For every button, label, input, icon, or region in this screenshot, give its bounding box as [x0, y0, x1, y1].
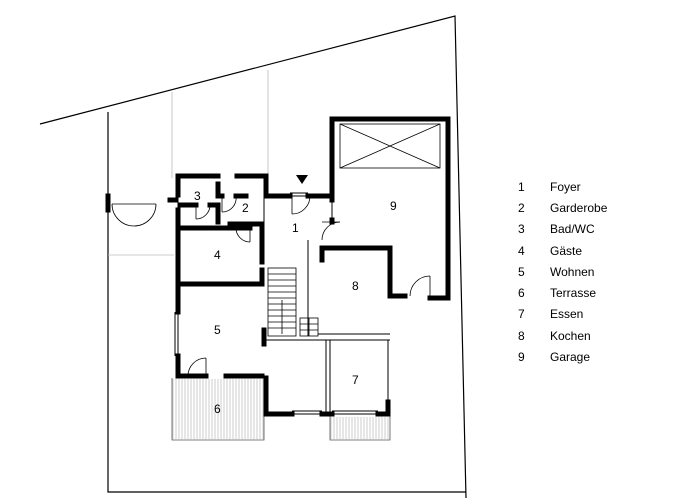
legend-number: 5 — [518, 264, 525, 279]
legend-room-name: Bad/WC — [550, 222, 595, 237]
room-label-8: 8 — [352, 279, 359, 293]
legend-number: 3 — [518, 222, 525, 237]
legend-room-name: Essen — [550, 307, 584, 322]
legend-room-name: Garage — [550, 350, 591, 365]
legend-room-name: Wohnen — [550, 264, 595, 279]
site-context-lines — [108, 70, 269, 256]
legend-number: 7 — [518, 307, 525, 322]
room-legend: 1 Foyer 2 Garderobe 3 Bad/WC 4 Gäste 5 Wohnen… — [518, 176, 688, 368]
legend-item: 9 Garage — [518, 346, 688, 367]
room-label-7: 7 — [352, 373, 359, 387]
terrace-hatch — [172, 379, 389, 439]
legend-room-name: Garderobe — [550, 200, 608, 215]
room-labels: 1 2 3 4 5 6 7 8 9 — [194, 189, 397, 416]
terrace-outline — [171, 378, 391, 441]
walls — [105, 116, 451, 417]
legend-item: 4 Gäste — [518, 240, 688, 261]
entrance-marker-icon — [296, 175, 308, 184]
legend-item: 1 Foyer — [518, 176, 688, 197]
staircase — [267, 267, 319, 337]
room-label-6: 6 — [214, 402, 221, 416]
site-boundary — [39, 15, 467, 499]
legend-item: 2 Garderobe — [518, 197, 688, 218]
legend-room-name: Foyer — [550, 179, 581, 194]
room-label-2: 2 — [242, 201, 249, 215]
legend-number: 8 — [518, 328, 525, 343]
garage-skylight — [339, 123, 441, 169]
legend-room-name: Gäste — [550, 243, 583, 258]
room-label-9: 9 — [390, 199, 397, 213]
legend-number: 9 — [518, 350, 525, 365]
door-swings — [111, 195, 431, 377]
interior-lines — [174, 192, 390, 415]
legend-number: 6 — [518, 286, 525, 301]
legend-item: 5 Wohnen — [518, 261, 688, 282]
room-label-5: 5 — [214, 323, 221, 337]
legend-room-name: Kochen — [550, 328, 591, 343]
legend-number: 4 — [518, 243, 525, 258]
room-label-3: 3 — [194, 189, 201, 203]
legend-item: 3 Bad/WC — [518, 219, 688, 240]
legend-room-name: Terrasse — [550, 286, 597, 301]
legend-item: 8 Kochen — [518, 325, 688, 346]
legend-number: 2 — [518, 200, 525, 215]
legend-item: 6 Terrasse — [518, 282, 688, 303]
room-label-4: 4 — [214, 248, 221, 262]
room-label-1: 1 — [292, 221, 299, 235]
legend-number: 1 — [518, 179, 525, 194]
legend-item: 7 Essen — [518, 304, 688, 325]
